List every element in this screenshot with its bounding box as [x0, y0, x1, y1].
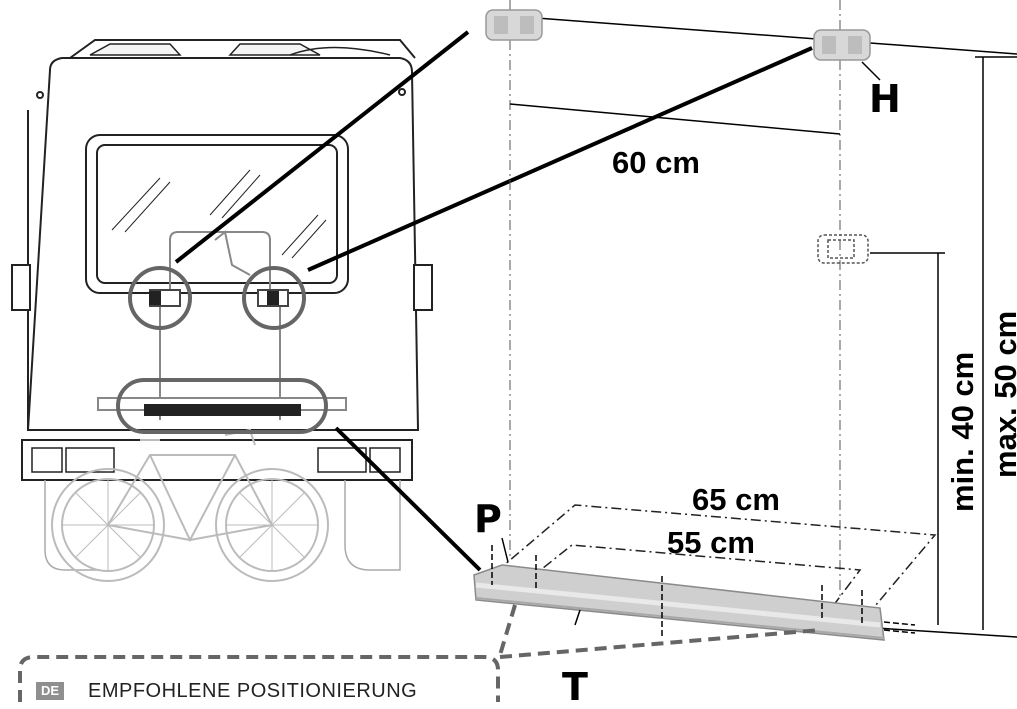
- height-marker-label: H: [869, 77, 901, 121]
- leader-lines: [174, 30, 813, 572]
- bracket-top-left: [485, 9, 543, 41]
- bracket-lower-dashed: [817, 234, 869, 264]
- right-holder-highlight: [242, 266, 306, 330]
- point-marker-label: P: [474, 497, 502, 541]
- bottom-rail: [473, 564, 885, 641]
- max-height-label: max. 50 cm: [988, 310, 1017, 478]
- inner-width-label: 55 cm: [667, 525, 755, 560]
- reference-lines: [509, 15, 1017, 638]
- outer-width-label: 65 cm: [692, 482, 780, 517]
- dimension-frames: [495, 504, 937, 613]
- bracket-top-right: [813, 29, 871, 61]
- distance-top-label: 60 cm: [612, 145, 700, 180]
- rail-highlight: [116, 378, 328, 434]
- min-height-label: min. 40 cm: [945, 351, 980, 512]
- rail-marker-label: T: [562, 665, 588, 709]
- callout-connector: [498, 604, 821, 659]
- bike-carrier: [97, 230, 347, 420]
- caption-text: EMPFOHLENE POSITIONIERUNG: [88, 680, 418, 702]
- callout-box: [18, 655, 500, 702]
- left-holder-highlight: [128, 266, 192, 330]
- motorhome-rear-view: [11, 39, 433, 571]
- guide-lines: [509, 0, 841, 600]
- highlight-markers: [116, 266, 328, 434]
- rail-screws: [491, 545, 916, 636]
- language-badge: DE: [36, 682, 64, 700]
